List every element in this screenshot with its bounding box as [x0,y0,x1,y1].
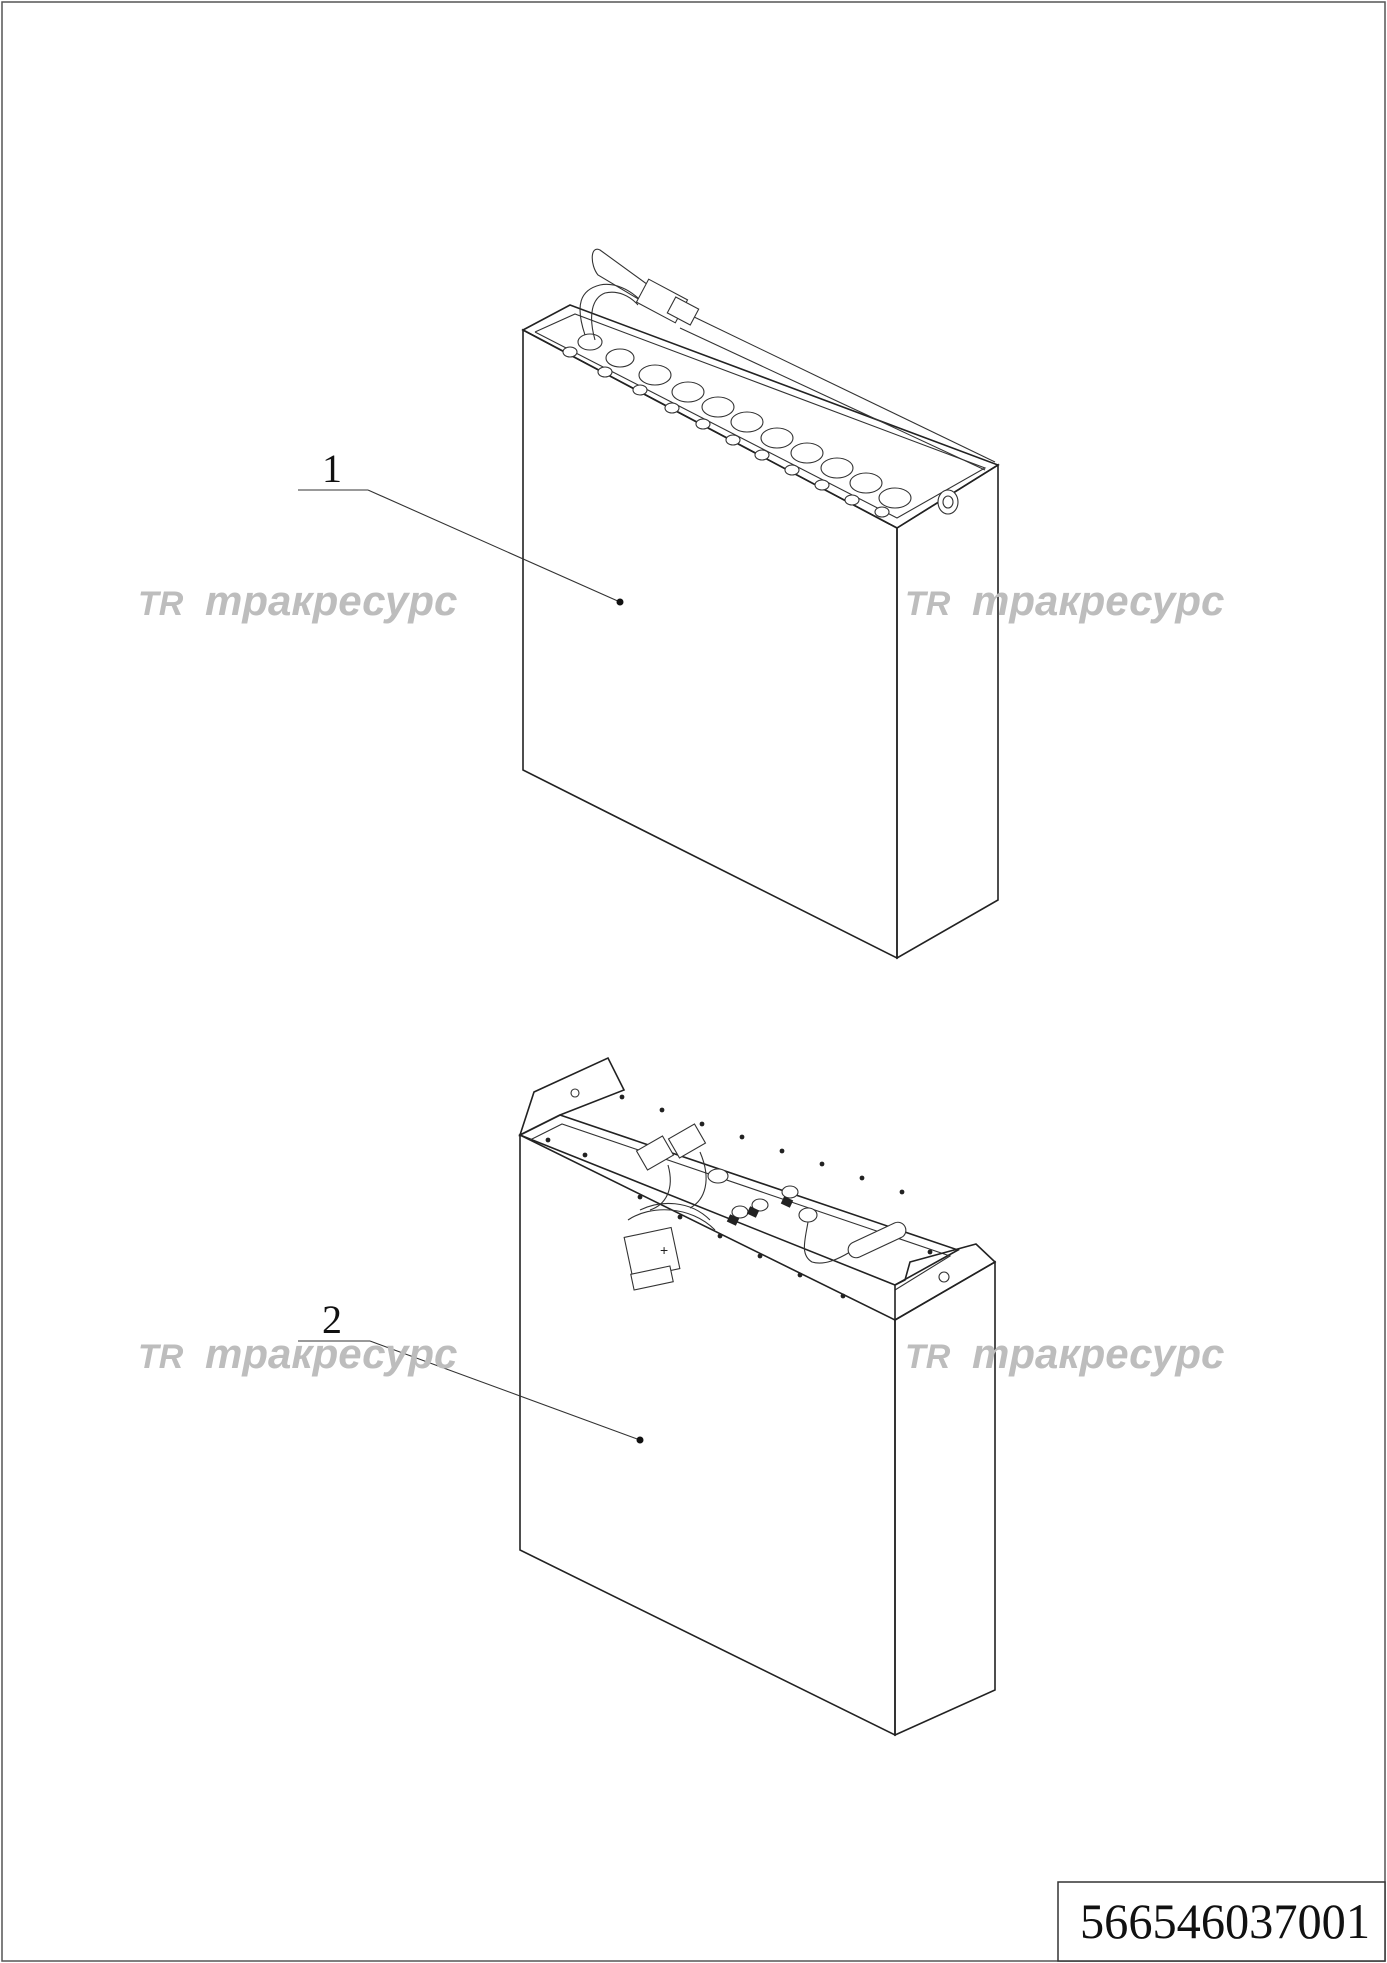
battery-2-connector: + [623,1123,729,1291]
watermark-text: тракресурс [205,1330,457,1377]
watermark-logo: TR [138,1338,184,1376]
battery-1-connector [579,248,700,341]
callout-1-label: 1 [322,446,342,491]
battery-2-lid-screws [545,1094,933,1299]
drawing-code-box: 566546037001 [1057,1881,1386,1962]
drawing-code: 566546037001 [1080,1893,1370,1949]
battery-2-terminals [726,1185,818,1226]
battery-2-drawing: + [518,1056,997,1737]
watermark-top-right: TR тракресурс [905,577,1224,624]
svg-text:+: + [660,1242,668,1258]
watermark-text: тракресурс [205,577,457,624]
battery-1-cell-caps [562,333,912,518]
battery-1-drawing [521,248,1000,960]
watermark-logo: TR [138,585,184,623]
callout-2: 2 [298,1297,644,1444]
watermark-top-left: TR тракресурс [138,577,457,624]
watermark-logo: TR [905,585,951,623]
watermark-bottom-right: TR тракресурс [905,1330,1224,1377]
watermark-bottom-left: TR тракресурс [138,1330,457,1377]
watermark-text: тракресурс [972,1330,1224,1377]
watermark-logo: TR [905,1338,951,1376]
watermark-text: тракресурс [972,577,1224,624]
callout-2-label: 2 [322,1297,342,1342]
callout-1: 1 [298,446,624,606]
